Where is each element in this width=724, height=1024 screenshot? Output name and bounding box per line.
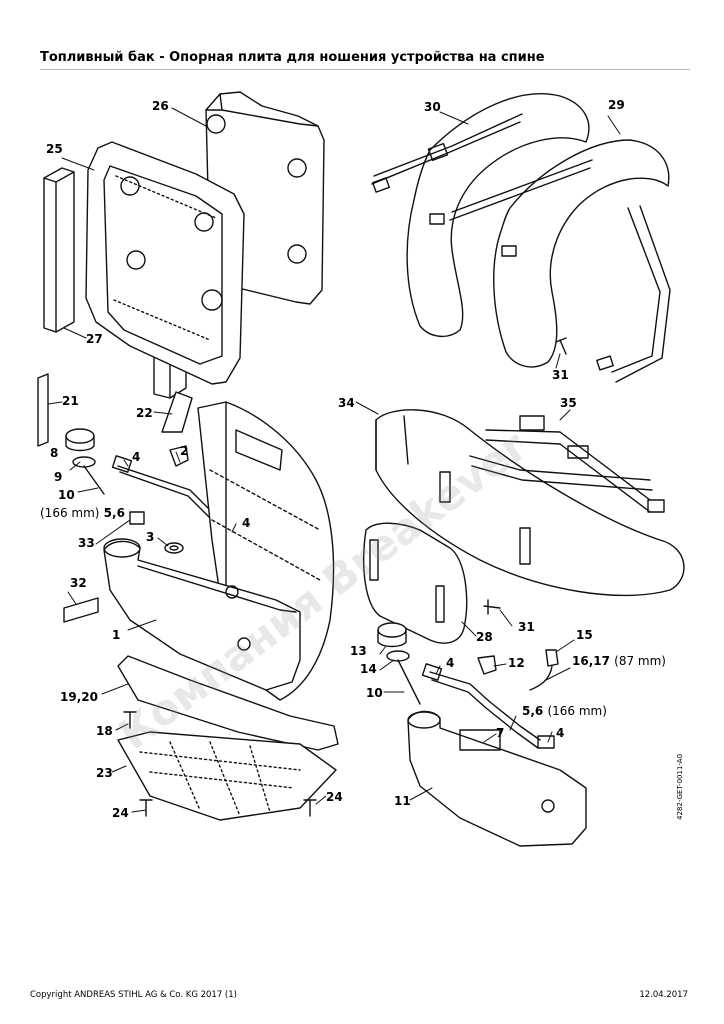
pickup-parts: 16,17 <box>572 654 610 668</box>
callout-14: 14 <box>360 662 377 676</box>
callout-9: 9 <box>54 470 63 484</box>
callout-4-b: 4 <box>242 516 251 530</box>
part-23-grid-plate <box>117 731 337 821</box>
part-11-tank <box>407 710 587 847</box>
callout-25: 25 <box>46 142 63 156</box>
part-30-shoulder-strap <box>371 93 590 337</box>
part-28-back-pad <box>363 522 468 644</box>
footer-copyright: Copyright ANDREAS STIHL AG & Co. KG 2017… <box>30 990 237 1000</box>
part-22-label <box>161 391 193 433</box>
callout-16-17: 16,17 (87 mm) <box>572 654 666 668</box>
callout-34: 34 <box>338 396 355 410</box>
part-32-label <box>63 597 99 623</box>
callout-27: 27 <box>86 332 103 346</box>
callout-30: 30 <box>424 100 441 114</box>
part-13-cap <box>377 622 421 705</box>
hose-part-upper: 5,6 <box>103 506 125 520</box>
callout-18: 18 <box>96 724 113 738</box>
callout-31-lower: 31 <box>518 620 535 634</box>
part-5-6-hose-lower <box>421 655 555 749</box>
callout-24-left: 24 <box>112 806 129 820</box>
part-24-screws <box>139 799 317 817</box>
callout-2: 2 <box>180 444 189 458</box>
callout-22: 22 <box>136 406 153 420</box>
callout-26: 26 <box>152 99 169 113</box>
callout-19-20: 19,20 <box>60 690 98 704</box>
part-34-hip-belt <box>375 409 685 597</box>
part-18-screw <box>123 711 137 729</box>
part-31-screw-top <box>555 337 567 355</box>
part-29-shoulder-strap <box>449 139 671 383</box>
part-25-frame <box>85 141 245 385</box>
callout-3: 3 <box>146 530 155 544</box>
hose-length-upper: (166 mm) <box>40 506 100 520</box>
part-15-fuel-pickup <box>529 649 559 691</box>
callout-4-c: 4 <box>446 656 455 670</box>
part-35-belt-straps <box>469 415 665 513</box>
leader-lines <box>47 107 621 813</box>
part-19-20-base-plate <box>117 655 339 751</box>
title-divider <box>40 69 690 70</box>
callout-28: 28 <box>476 630 493 644</box>
callout-15: 15 <box>576 628 593 642</box>
callout-7: 7 <box>496 726 505 740</box>
page-title: Топливный бак - Опорная плита для ношени… <box>40 50 545 65</box>
callout-4-a: 4 <box>132 450 141 464</box>
callout-24-right: 24 <box>326 790 343 804</box>
callout-5-6-lower: 5,6 (166 mm) <box>522 704 607 718</box>
callout-8: 8 <box>50 446 59 460</box>
callout-10-b: 10 <box>366 686 383 700</box>
callout-12: 12 <box>508 656 525 670</box>
hose-length-lower: (166 mm) <box>547 704 607 718</box>
callout-35: 35 <box>560 396 577 410</box>
callout-13: 13 <box>350 644 367 658</box>
drawing-code: 4282-GET-0011-A0 <box>676 753 684 820</box>
part-33-label <box>129 511 145 525</box>
callout-33: 33 <box>78 536 95 550</box>
callout-32: 32 <box>70 576 87 590</box>
callout-11: 11 <box>394 794 411 808</box>
callout-21: 21 <box>62 394 79 408</box>
callout-23: 23 <box>96 766 113 780</box>
part-3-grommet <box>164 542 184 554</box>
part-21-label <box>37 373 49 447</box>
footer-date: 12.04.2017 <box>639 990 688 1000</box>
part-8-cap <box>65 428 105 495</box>
pickup-length: (87 mm) <box>614 654 666 668</box>
part-25-foam-strip <box>43 167 75 333</box>
callout-5-6-upper: (166 mm) 5,6 <box>40 506 125 520</box>
callout-1: 1 <box>112 628 121 642</box>
callout-4-d: 4 <box>556 726 565 740</box>
part-31-screw-lower <box>483 599 501 615</box>
callout-31-upper: 31 <box>552 368 569 382</box>
callout-29: 29 <box>608 98 625 112</box>
hose-part-lower: 5,6 <box>522 704 544 718</box>
part-1-tank <box>103 538 301 691</box>
callout-10-a: 10 <box>58 488 75 502</box>
